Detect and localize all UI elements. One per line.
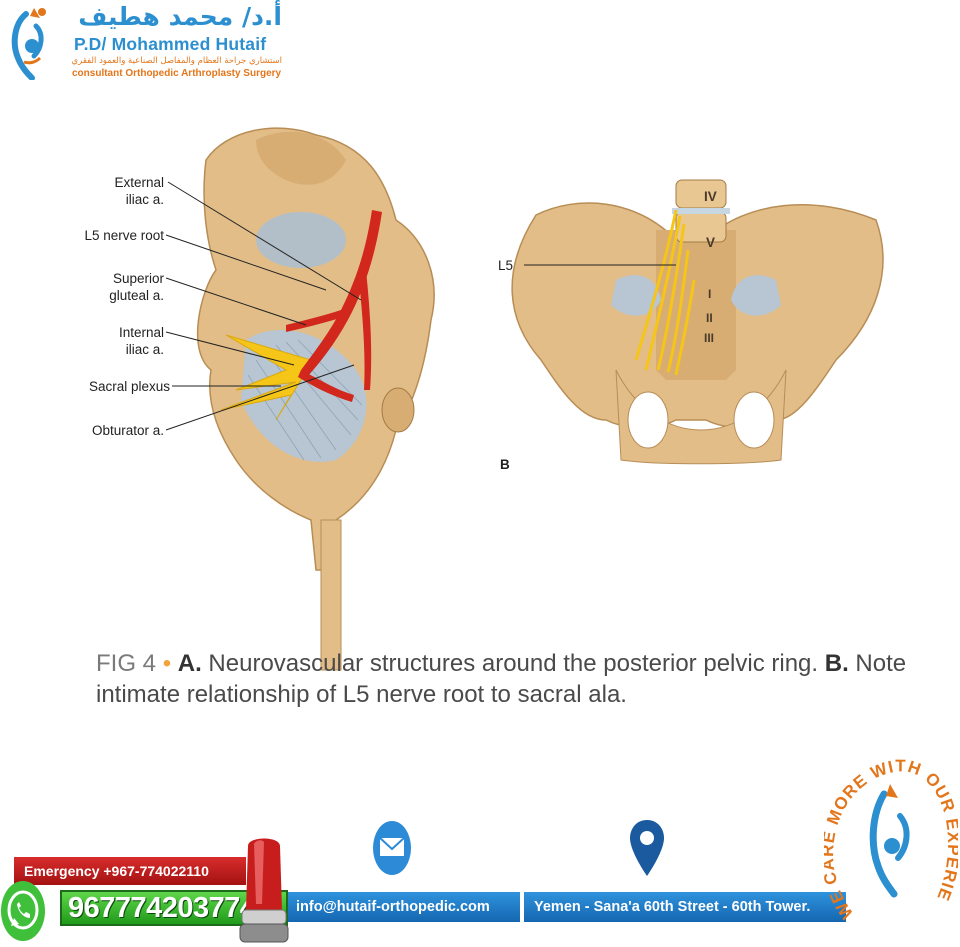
emergency-siren-icon (239, 838, 289, 943)
label-sacral-ii: II (706, 311, 713, 325)
caption-a-text: Neurovascular structures around the post… (201, 650, 819, 677)
panel-a-illustration (196, 127, 435, 671)
label-l5-nerve-root: L5 nerve root (84, 228, 164, 243)
location-pin-icon[interactable] (628, 818, 666, 880)
email-address[interactable]: info@hutaif-orthopedic.com (288, 892, 520, 922)
label-panel-b: B (500, 457, 510, 472)
figure-caption: FIG 4 • A. Neurovascular structures arou… (96, 648, 916, 710)
clinic-address: Yemen - Sana'a 60th Street - 60th Tower. (524, 892, 846, 922)
caption-bullet: • (162, 650, 172, 677)
caption-fig-number: FIG 4 (96, 650, 157, 677)
label-sacral-iii: III (704, 331, 715, 345)
whatsapp-icon[interactable] (0, 880, 46, 942)
anatomy-illustration (165, 127, 884, 671)
label-vertebra-iv: IV (704, 189, 717, 204)
email-icon[interactable] (372, 820, 412, 876)
specialty-english: consultant Orthopedic Arthroplasty Surge… (72, 68, 282, 79)
panel-b-illustration (511, 179, 884, 465)
caption-a-letter: A. (177, 650, 202, 677)
clinic-logo-icon (11, 8, 46, 80)
emergency-phone[interactable]: Emergency +967-774022110 (14, 857, 246, 885)
caption-b-text: Note intimate relationship of L5 nerve r… (96, 650, 907, 708)
doctor-name-english: P.D/ Mohammed Hutaif (74, 34, 267, 54)
label-obturator: Obturator a. (91, 423, 164, 438)
caption-b-letter: B. (824, 650, 849, 677)
doctor-name-arabic: أ.د/ محمد هطيف (78, 2, 282, 31)
experience-seal-icon: WE CARE MORE WITH OUR EXPERIENCE (824, 754, 958, 922)
label-sacral-i: I (708, 287, 712, 301)
label-sacral-plexus: Sacral plexus (88, 379, 170, 394)
label-vertebra-v: V (706, 235, 716, 250)
specialty-arabic: استشاري جراحة العظام والمفاصل الصناعية و… (71, 56, 282, 66)
label-l5: L5 (498, 258, 514, 273)
